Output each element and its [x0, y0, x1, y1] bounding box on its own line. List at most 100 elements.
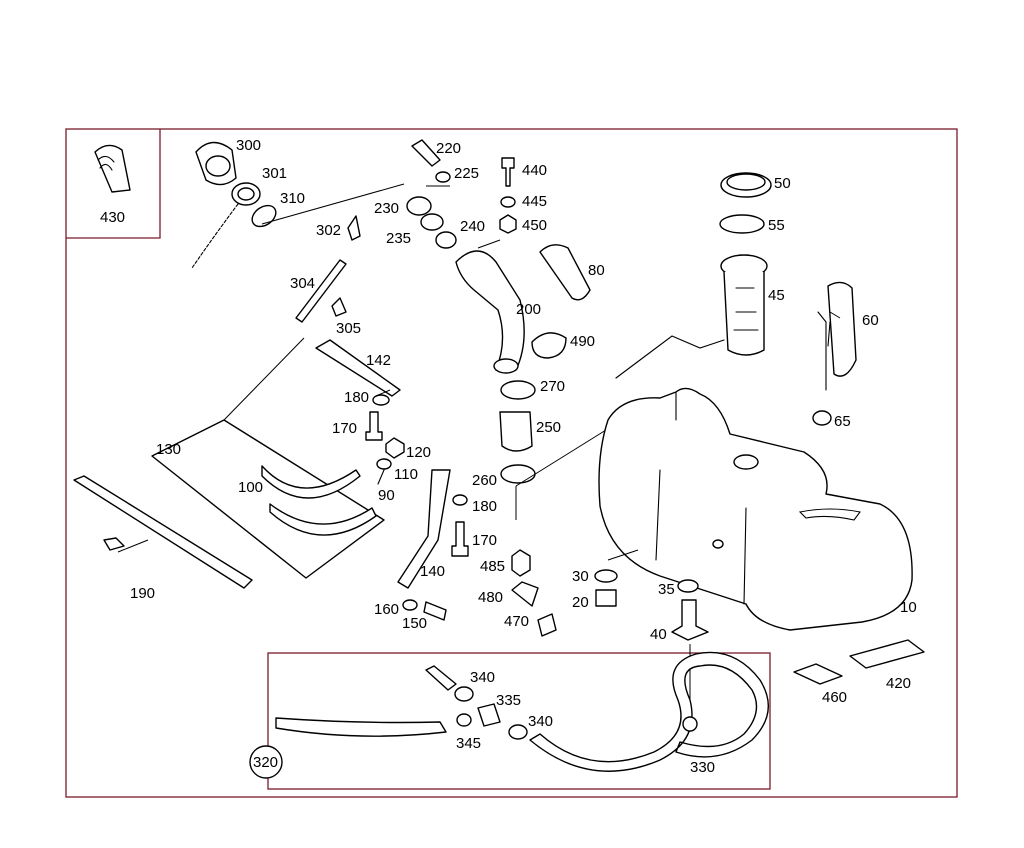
label-50: 50: [774, 175, 791, 192]
part-300-filler-cap: [195, 141, 237, 186]
label-302: 302: [316, 222, 341, 239]
label-80: 80: [588, 262, 605, 279]
label-30: 30: [572, 568, 589, 585]
label-200: 200: [516, 301, 541, 318]
part-220-bolt: [411, 139, 441, 167]
part-305-clip: [331, 297, 347, 317]
label-20: 20: [572, 594, 589, 611]
part-35-washer: [677, 579, 699, 593]
label-450: 450: [522, 217, 547, 234]
part-260-clamp: [500, 464, 536, 484]
label-304: 304: [290, 275, 315, 292]
label-480: 480: [478, 589, 503, 606]
label-170b: 170: [472, 532, 497, 549]
part-130-heat-shield: [151, 419, 385, 579]
part-60-sender: [817, 311, 831, 391]
label-470: 470: [504, 613, 529, 630]
part-320-fuel-line: [275, 717, 447, 737]
part-65-o-ring: [812, 410, 832, 426]
label-10: 10: [900, 599, 917, 616]
part-225-washer: [435, 171, 451, 183]
part-445-washer: [500, 196, 516, 208]
part-490-clamp: [531, 332, 567, 359]
label-120: 120: [406, 444, 431, 461]
label-340b: 340: [528, 713, 553, 730]
label-190: 190: [130, 585, 155, 602]
part-310-seal: [251, 204, 277, 228]
part-480-clamp: [511, 581, 539, 607]
part-470-fitting: [537, 613, 557, 637]
part-250-hose: [499, 411, 533, 452]
part-335-connector: [477, 703, 501, 727]
part-110-washer: [376, 458, 392, 470]
part-330-return-line: [529, 651, 769, 772]
label-440: 440: [522, 162, 547, 179]
label-490: 490: [570, 333, 595, 350]
part-170a-bolt: [365, 411, 383, 441]
label-420: 420: [886, 675, 911, 692]
part-142-bracket: [315, 339, 401, 397]
part-200-filler-neck: [455, 250, 525, 371]
part-301-gasket: [231, 182, 261, 206]
label-305: 305: [336, 320, 361, 337]
label-100: 100: [238, 479, 263, 496]
label-110: 110: [394, 466, 418, 483]
label-250: 250: [536, 419, 561, 436]
part-345-clamp: [456, 713, 472, 727]
label-160: 160: [374, 601, 399, 618]
part-180b-washer: [452, 494, 468, 506]
part-90-stud: [377, 469, 385, 485]
inset-box-430: [66, 129, 161, 239]
diagram-frame: [65, 128, 958, 798]
label-300: 300: [236, 137, 261, 154]
label-130: 130: [156, 441, 181, 458]
label-220: 220: [436, 140, 461, 157]
label-140: 140: [420, 563, 445, 580]
part-180a-washer: [372, 394, 390, 406]
part-160-washer: [402, 599, 418, 611]
part-304-tube: [295, 259, 347, 323]
part-340a-clamp: [454, 686, 474, 702]
label-150: 150: [402, 615, 427, 632]
part-80-filter: [539, 244, 591, 301]
part-190-support-rail: [73, 475, 253, 589]
part-235-ring: [420, 213, 444, 231]
part-150-bolt: [423, 601, 447, 621]
label-60: 60: [862, 312, 879, 329]
label-301: 301: [262, 165, 287, 182]
part-60-cover: [827, 281, 857, 377]
cap-retaining-chain: [191, 203, 239, 269]
label-55: 55: [768, 217, 785, 234]
part-485-nut: [511, 549, 531, 577]
part-340a-hose-end: [425, 665, 457, 691]
part-10-fuel-tank: [598, 387, 913, 631]
label-310: 310: [280, 190, 305, 207]
label-180b: 180: [472, 498, 497, 515]
part-440-bolt: [501, 157, 515, 187]
part-100-strap-upper: [261, 465, 361, 499]
part-430-drawing: [94, 144, 131, 193]
label-35: 35: [658, 581, 675, 598]
part-450-nut: [499, 214, 517, 234]
label-460: 460: [822, 689, 847, 706]
label-240: 240: [460, 218, 485, 235]
inset-box-320: [267, 652, 771, 790]
label-142: 142: [366, 352, 391, 369]
label-270: 270: [540, 378, 565, 395]
part-270-clamp: [500, 380, 536, 400]
label-260: 260: [472, 472, 497, 489]
part-340b-clamp: [508, 724, 528, 740]
part-230-ring: [406, 196, 432, 216]
part-302-bracket: [347, 215, 361, 241]
part-460-pad: [793, 663, 843, 685]
label-65: 65: [834, 413, 851, 430]
part-30-seal: [594, 569, 618, 583]
part-120-nut: [385, 437, 405, 459]
label-230: 230: [374, 200, 399, 217]
part-45-fuel-pump: [615, 254, 768, 379]
callout-circle-320: [249, 745, 283, 779]
label-225: 225: [454, 165, 479, 182]
label-170a: 170: [332, 420, 357, 437]
part-20-drain-plug: [595, 589, 617, 607]
